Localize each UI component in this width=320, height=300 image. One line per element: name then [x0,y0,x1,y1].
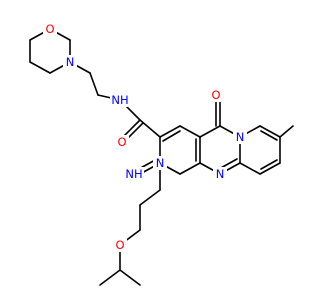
molecule-structure: O N NH O O N N N NH O [29,22,294,286]
amide-nh-label: NH [111,93,128,107]
label-background [213,167,227,181]
label-background [233,130,247,144]
bond [260,130,278,141]
bond [139,119,161,138]
pyridine-ring [239,125,294,175]
label-background [115,135,129,149]
atom-labels: O N NH O O N N N NH O [43,22,247,252]
bond [159,125,181,138]
label-background [113,238,127,252]
label-background [110,93,130,107]
bond [179,162,201,175]
bond [89,72,99,96]
ring-nitrogen-lower-label: N [216,167,225,181]
morpholine-nitrogen-label: N [66,55,75,69]
label-background [63,55,77,69]
ether-oxygen-label: O [115,238,124,252]
imine-nh-label: NH [125,167,142,181]
morpholine-oxygen-label: O [45,22,54,36]
bond [119,269,141,286]
ring-nitrogen-left-label: N [156,156,165,170]
bond [29,61,51,74]
bond [99,269,121,286]
bond [259,162,281,175]
bond [179,125,201,138]
label-background [153,156,167,170]
bond [259,125,281,138]
label-background [209,88,223,102]
bond [239,162,261,175]
ring-carbonyl-oxygen-label: O [211,88,220,102]
alkoxy-chain [99,162,161,286]
bond [279,125,294,138]
bond [260,159,278,170]
central-ring [136,125,201,175]
ring-nitrogen-right-label: N [236,130,245,144]
label-background [124,167,144,181]
bond [139,189,161,206]
bond [162,130,181,142]
bond [199,125,221,138]
amide-oxygen-label: O [117,135,126,149]
label-background [43,22,57,36]
